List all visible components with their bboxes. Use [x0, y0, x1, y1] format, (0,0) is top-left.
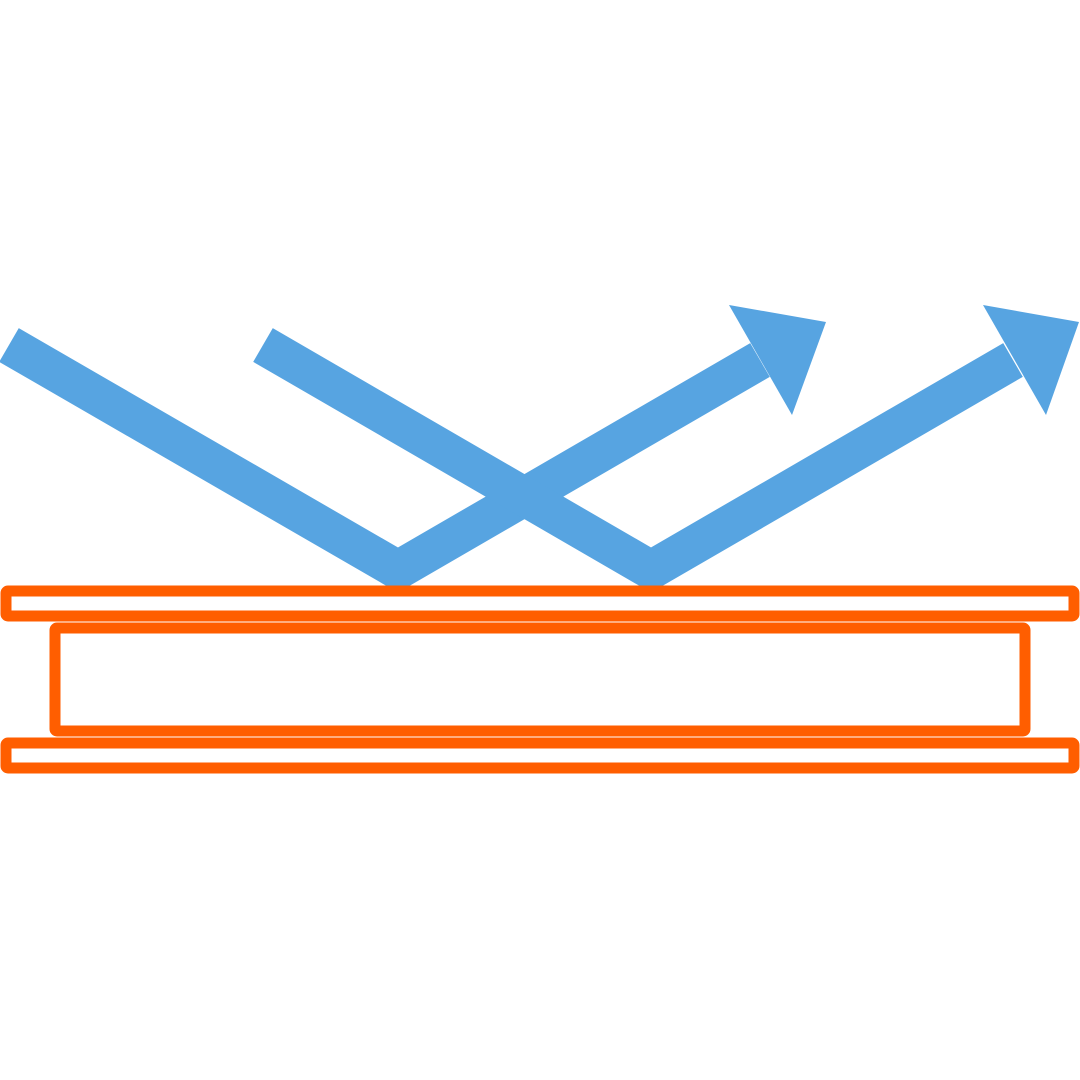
- ray-1-path: [0, 328, 770, 593]
- ray-2-path: [253, 328, 1023, 593]
- middle-thick-layer: [49, 622, 1031, 737]
- ray-1-arrowhead: [729, 305, 826, 415]
- light-ray-2: [253, 305, 1079, 593]
- light-ray-1: [0, 305, 826, 593]
- layer-stack: [0, 585, 1080, 774]
- top-thin-layer: [0, 585, 1080, 622]
- bottom-thin-layer: [0, 737, 1080, 774]
- ray-2-arrowhead: [983, 305, 1079, 415]
